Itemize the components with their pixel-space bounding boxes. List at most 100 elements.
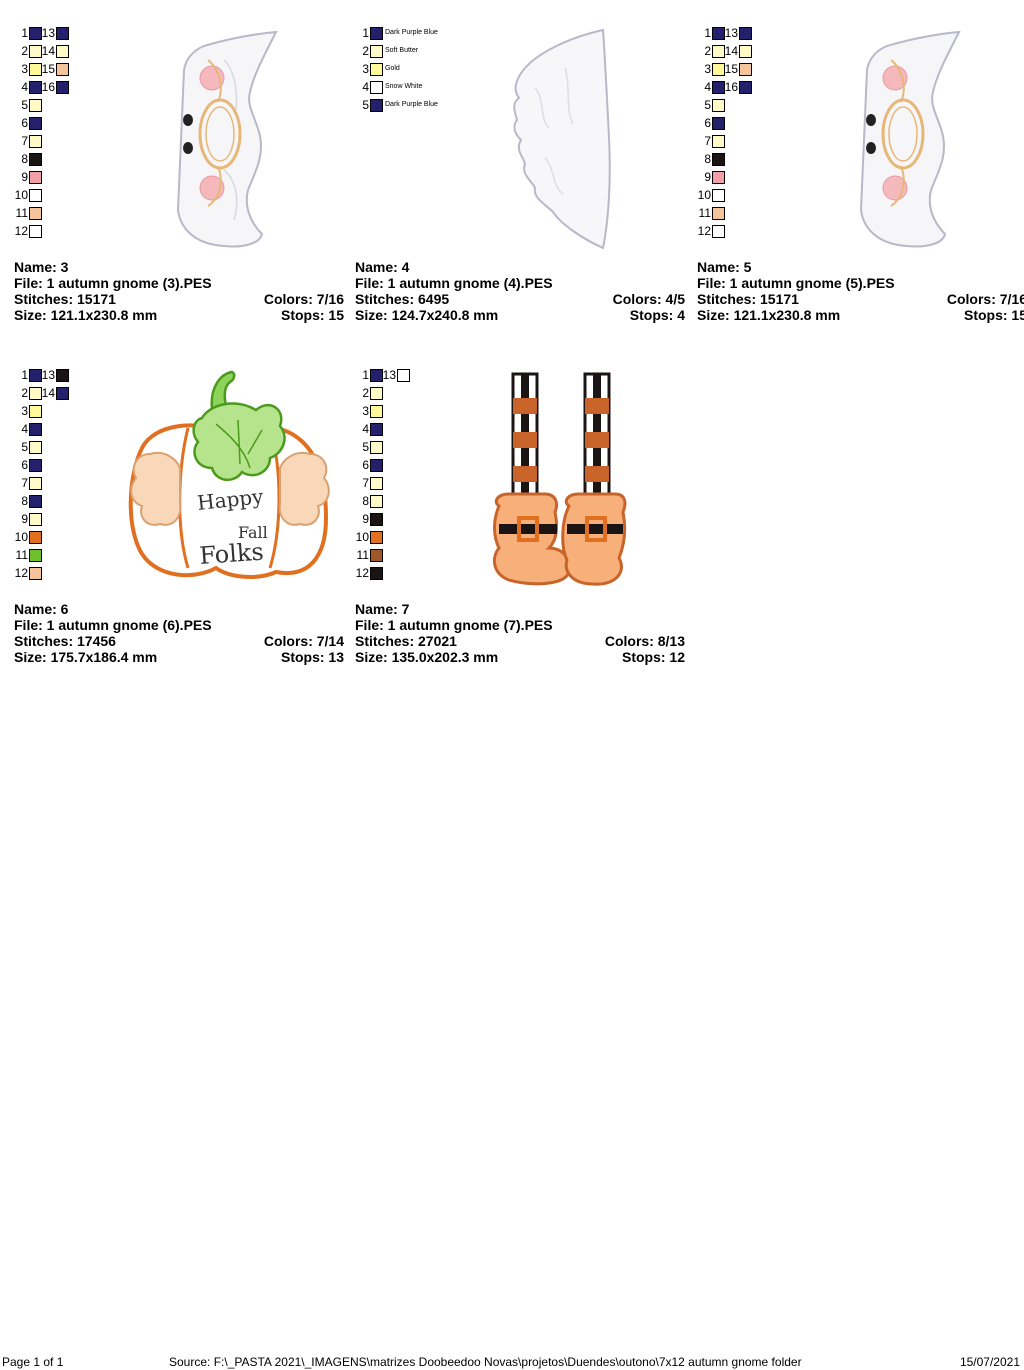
swatch-color-box <box>29 495 42 508</box>
swatch-color-box <box>712 99 725 112</box>
swatch-color-box <box>29 171 42 184</box>
swatch-color-box <box>370 441 383 454</box>
color-swatch: 2 <box>14 386 54 402</box>
swatch-thread-name: Dark Purple Blue <box>385 29 438 36</box>
swatch-number: 10 <box>697 188 711 202</box>
fall-text: Fall <box>238 523 268 542</box>
design-name: Name: 5 <box>697 259 752 275</box>
color-swatch: 7 <box>355 476 395 492</box>
swatch-color-box <box>370 531 383 544</box>
swatch-color-box <box>712 153 725 166</box>
design-info: Name: 4 File: 1 autumn gnome (4).PES Sti… <box>355 259 685 323</box>
swatch-color-box <box>56 45 69 58</box>
swatch-color-box <box>56 387 69 400</box>
design-stops: Stops: 15 <box>963 307 1024 323</box>
swatch-number: 13 <box>41 368 55 382</box>
design-file: File: 1 autumn gnome (7).PES <box>355 617 553 633</box>
swatch-color-box <box>56 27 69 40</box>
swatch-number: 9 <box>362 512 369 526</box>
design-size: Size: 124.7x240.8 mm <box>355 307 499 323</box>
color-swatch: 3 <box>14 62 54 78</box>
color-swatch: 11 <box>14 206 54 222</box>
swatch-color-box <box>739 45 752 58</box>
design-size: Size: 121.1x230.8 mm <box>697 307 841 323</box>
swatch-number: 7 <box>362 476 369 490</box>
swatch-color-box <box>29 63 42 76</box>
design-stitches: Stitches: 17456 <box>14 633 116 649</box>
swatch-number: 1 <box>704 26 711 40</box>
color-swatch: 9 <box>697 170 737 186</box>
color-swatch: 12 <box>14 224 54 240</box>
color-swatch: 14 <box>41 386 81 402</box>
design-stops: Stops: 15 <box>280 307 344 323</box>
design-info: Name: 5 File: 1 autumn gnome (5).PES Sti… <box>697 259 1024 323</box>
swatch-color-box <box>29 81 42 94</box>
swatch-number: 3 <box>704 62 711 76</box>
swatch-color-box <box>397 369 410 382</box>
swatch-number: 5 <box>704 98 711 112</box>
color-swatch: 10 <box>14 188 54 204</box>
color-swatch: 16 <box>724 80 764 96</box>
color-swatch: 4 <box>697 80 737 96</box>
swatch-color-box <box>29 567 42 580</box>
swatch-color-box <box>712 225 725 238</box>
swatch-number: 13 <box>724 26 738 40</box>
swatch-color-box <box>712 117 725 130</box>
swatch-color-box <box>29 477 42 490</box>
swatch-color-box <box>712 81 725 94</box>
color-swatch: 13 <box>382 368 422 384</box>
swatch-number: 5 <box>362 440 369 454</box>
design-file: File: 1 autumn gnome (4).PES <box>355 275 553 291</box>
swatch-number: 4 <box>362 80 369 94</box>
swatch-number: 4 <box>21 422 28 436</box>
swatch-color-box <box>712 27 725 40</box>
design-stitches: Stitches: 15171 <box>14 291 116 307</box>
swatch-number: 11 <box>15 548 28 562</box>
swatch-number: 3 <box>362 62 369 76</box>
color-swatch: 8 <box>14 152 54 168</box>
gnome-hat-design <box>513 28 611 250</box>
color-swatch: 12 <box>697 224 737 240</box>
swatch-color-box <box>739 81 752 94</box>
swatch-number: 1 <box>21 26 28 40</box>
swatch-number: 12 <box>355 566 369 580</box>
swatch-number: 7 <box>21 134 28 148</box>
swatch-number: 12 <box>697 224 711 238</box>
design-colors: Colors: 8/13 <box>604 633 685 649</box>
swatch-number: 2 <box>21 44 28 58</box>
swatch-color-box <box>712 45 725 58</box>
swatch-number: 3 <box>21 404 28 418</box>
swatch-number: 10 <box>14 188 28 202</box>
swatch-number: 2 <box>21 386 28 400</box>
swatch-number: 4 <box>362 422 369 436</box>
gnome-hat-beard-design <box>859 30 961 248</box>
color-swatch: 5 <box>14 98 54 114</box>
color-swatch: 10 <box>697 188 737 204</box>
design-stitches: Stitches: 15171 <box>697 291 799 307</box>
swatch-number: 11 <box>15 206 28 220</box>
swatch-number: 4 <box>704 80 711 94</box>
swatch-number: 14 <box>41 386 55 400</box>
color-swatch: 3 <box>697 62 737 78</box>
design-file: File: 1 autumn gnome (6).PES <box>14 617 212 633</box>
swatch-number: 2 <box>362 386 369 400</box>
swatch-number: 6 <box>704 116 711 130</box>
color-swatch: 5 <box>355 440 395 456</box>
swatch-color-box <box>370 549 383 562</box>
swatch-thread-name: Gold <box>385 65 400 72</box>
page-number: Page 1 of 1 <box>2 1355 64 1369</box>
color-swatch: 1 <box>355 368 395 384</box>
color-swatch: 13 <box>724 26 764 42</box>
swatch-color-box <box>29 531 42 544</box>
folks-text: Folks <box>198 538 264 570</box>
swatch-number: 8 <box>21 152 28 166</box>
color-swatch: 2 <box>355 386 395 402</box>
swatch-number: 14 <box>41 44 55 58</box>
color-swatch: 4 <box>14 422 54 438</box>
swatch-number: 9 <box>21 170 28 184</box>
color-swatch: 1 <box>14 368 54 384</box>
color-swatch: 3 Gold <box>355 62 400 78</box>
